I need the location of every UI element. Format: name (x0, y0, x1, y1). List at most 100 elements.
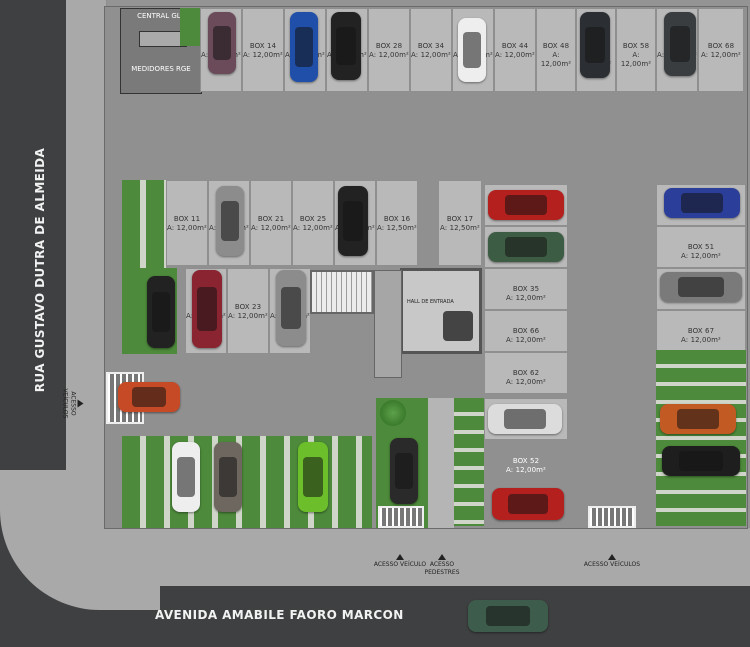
box-area: A: 12,00m² (411, 50, 451, 59)
car-roof (676, 409, 720, 429)
box-number: BOX 34 (417, 41, 445, 50)
car-icon (208, 12, 236, 74)
car-roof (395, 452, 413, 490)
box-area: A: 12,00m² (293, 223, 333, 232)
car-icon (276, 270, 306, 346)
box-number: BOX 16 (383, 214, 411, 223)
car-roof (152, 291, 170, 333)
corridor (374, 270, 402, 378)
car-roof (343, 201, 363, 241)
meters-label: MEDIDORES RGE (131, 65, 191, 73)
car-icon (660, 272, 742, 302)
car-roof (197, 287, 217, 331)
box-area: A: 12,00m² (506, 465, 546, 474)
box-area: A: 12,00m² (506, 294, 546, 302)
car-icon (216, 186, 244, 256)
box-number: BOX 14 (249, 41, 277, 50)
hall-label: HALL DE ENTRADA (407, 299, 454, 305)
car-roof (485, 605, 531, 627)
car-icon (488, 232, 564, 262)
box-number: BOX 62 (512, 369, 540, 377)
elevator-icon (443, 311, 473, 341)
car-icon (580, 12, 610, 78)
arrow-icon (608, 554, 616, 560)
box-number: BOX 21 (257, 214, 285, 223)
grass-area-center-2 (454, 398, 484, 526)
car-icon (147, 276, 175, 348)
car-roof (131, 387, 167, 407)
car-roof (679, 451, 723, 471)
car-icon (468, 600, 548, 632)
box-number: BOX 25 (299, 214, 327, 223)
box-area: A: 12,50m² (440, 223, 480, 232)
vehicle-access-south-2: ACESSO VEÍCULOS (582, 554, 642, 569)
car-roof (213, 25, 231, 61)
car-roof (507, 493, 549, 515)
box-area: A: 12,00m² (681, 252, 721, 260)
vehicle-access-west: ACESSO VEÍCULOS (61, 384, 84, 424)
car-icon (488, 190, 564, 220)
box-area: A: 12,50m² (377, 223, 417, 232)
box-number: BOX 48 (542, 41, 570, 50)
car-icon (662, 446, 740, 476)
box-area: A: 12,00m² (495, 50, 535, 59)
car-roof (219, 457, 237, 497)
car-roof (680, 193, 724, 213)
arrow-icon (438, 554, 446, 560)
car-icon (338, 186, 368, 256)
arrow-icon (396, 554, 404, 560)
car-icon (331, 12, 361, 80)
grass-area-east (656, 350, 746, 526)
box-number: BOX 35 (512, 285, 540, 293)
car-roof (504, 409, 546, 429)
car-roof (221, 201, 239, 241)
tree-icon (380, 400, 406, 426)
box-number: BOX 44 (501, 41, 529, 50)
grass-strip (180, 8, 202, 46)
box-area: A: 12,00m² (369, 50, 409, 59)
box-area: A: 12,00m² (228, 311, 268, 320)
box-number: BOX 66 (512, 327, 540, 335)
box-area: A: 12,00m² (540, 50, 572, 68)
box-number: BOX 23 (234, 302, 262, 311)
box-number: BOX 68 (707, 41, 735, 50)
box-area: A: 12,00m² (701, 50, 741, 59)
car-icon (488, 404, 562, 434)
south-sidewalk (66, 528, 750, 586)
box-area: A: 12,00m² (681, 336, 721, 344)
car-icon (492, 488, 564, 520)
box-number: BOX 28 (375, 41, 403, 50)
arrow-icon (77, 399, 84, 408)
car-icon (192, 270, 222, 348)
box-number: BOX 51 (687, 243, 715, 251)
car-icon (290, 12, 318, 82)
car-icon (664, 188, 740, 218)
box-area: A: 12,00m² (167, 223, 207, 232)
car-roof (177, 457, 195, 497)
